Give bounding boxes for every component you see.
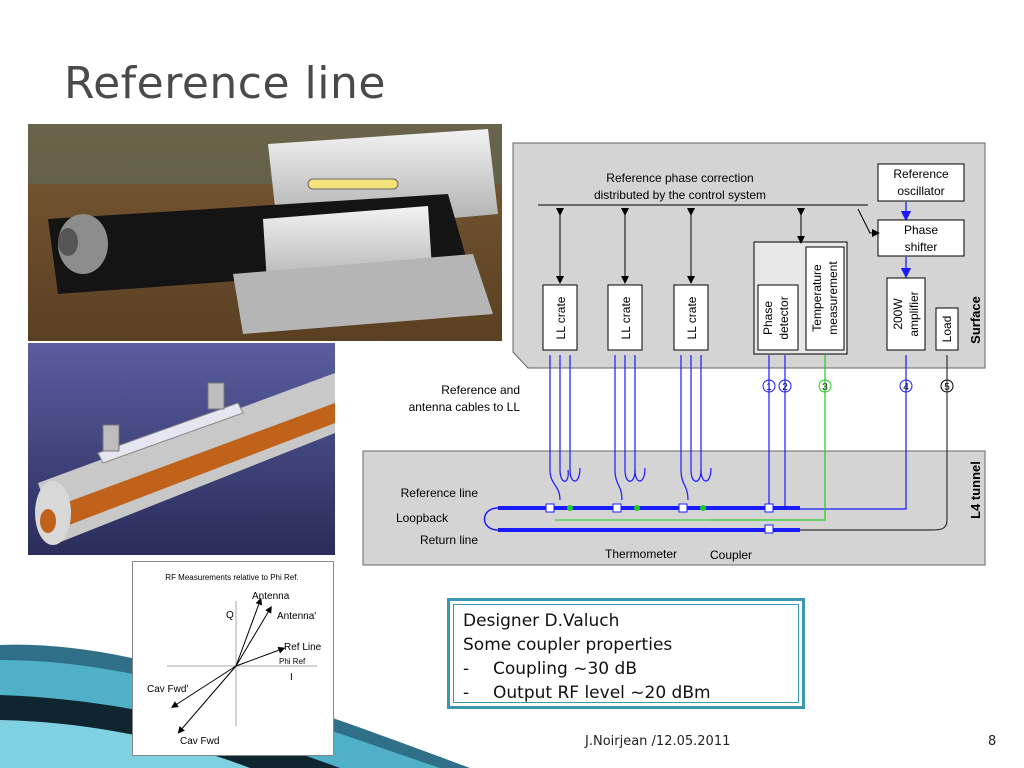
thermometer-label: Thermometer xyxy=(605,547,677,561)
info-item-output: -Output RF level ~20 dBm xyxy=(463,683,711,703)
svg-text:LL crate: LL crate xyxy=(619,296,633,339)
tunnel-label: L4 tunnel xyxy=(968,461,983,519)
antenna-label: Antenna xyxy=(252,591,290,602)
cad-rendering xyxy=(28,343,335,555)
cables-note-2: antenna cables to LL xyxy=(409,400,521,414)
info-box: Designer D.Valuch Some coupler propertie… xyxy=(447,598,805,709)
ll-crate-2: LL crate xyxy=(607,208,643,351)
info-designer: Designer D.Valuch xyxy=(463,611,620,631)
phase-shifter-line2: shifter xyxy=(905,240,938,254)
return-line-label: Return line xyxy=(420,533,478,547)
hardware-photo xyxy=(28,124,502,341)
load-box xyxy=(935,307,959,351)
svg-text:LL crate: LL crate xyxy=(685,296,699,339)
q-axis-label: Q xyxy=(226,610,234,621)
svg-text:amplifier: amplifier xyxy=(907,291,921,336)
cav-fwd-prime-label: Cav Fwd' xyxy=(147,684,188,695)
reference-oscillator-line2: oscillator xyxy=(897,184,944,198)
coupler-label: Coupler xyxy=(710,548,752,562)
svg-text:detector: detector xyxy=(777,296,791,339)
info-coupler-heading: Some coupler properties xyxy=(463,635,673,655)
rf-vector-diagram: RF Measurements relative to Phi Ref. Q I… xyxy=(132,561,334,756)
svg-text:measurement: measurement xyxy=(826,261,840,335)
header-text-2: distributed by the control system xyxy=(594,188,766,202)
page-number: 8 xyxy=(988,734,997,749)
vector-title: RF Measurements relative to Phi Ref. xyxy=(165,573,298,582)
reference-line-diagram: Reference phase correction distributed b… xyxy=(362,142,986,566)
header-text-1: Reference phase correction xyxy=(606,171,753,185)
svg-text:Load: Load xyxy=(940,316,954,343)
info-item-coupling: -Coupling ~30 dB xyxy=(463,659,637,679)
ref-line-label: Ref Line xyxy=(284,642,322,653)
ll-crate-3: LL crate xyxy=(673,208,709,351)
svg-text:Temperature: Temperature xyxy=(810,264,824,332)
ll-crate-1: LL crate xyxy=(542,208,578,351)
phase-shifter-box xyxy=(877,219,965,257)
i-axis-label: I xyxy=(290,672,293,683)
phase-shifter-line1: Phase xyxy=(904,223,938,237)
phase-detector-box xyxy=(757,284,799,351)
temperature-measurement-box xyxy=(805,246,845,351)
svg-text:200W: 200W xyxy=(891,298,905,330)
surface-label: Surface xyxy=(968,296,983,344)
cables-note-1: Reference and xyxy=(441,383,520,397)
svg-text:LL crate: LL crate xyxy=(554,296,568,339)
slide-title: Reference line xyxy=(64,58,386,109)
loopback-label: Loopback xyxy=(396,511,449,525)
reference-line-label: Reference line xyxy=(401,486,479,500)
cav-fwd-label: Cav Fwd xyxy=(180,736,219,747)
reference-oscillator-line1: Reference xyxy=(893,167,949,181)
svg-text:Phase: Phase xyxy=(761,301,775,335)
antenna-prime-label: Antenna' xyxy=(277,611,316,622)
footer-author: J.Noirjean /12.05.2011 xyxy=(585,734,731,749)
reference-oscillator-box xyxy=(877,163,965,202)
phi-ref-label: Phi Ref xyxy=(279,657,306,666)
amplifier-box xyxy=(886,277,926,351)
